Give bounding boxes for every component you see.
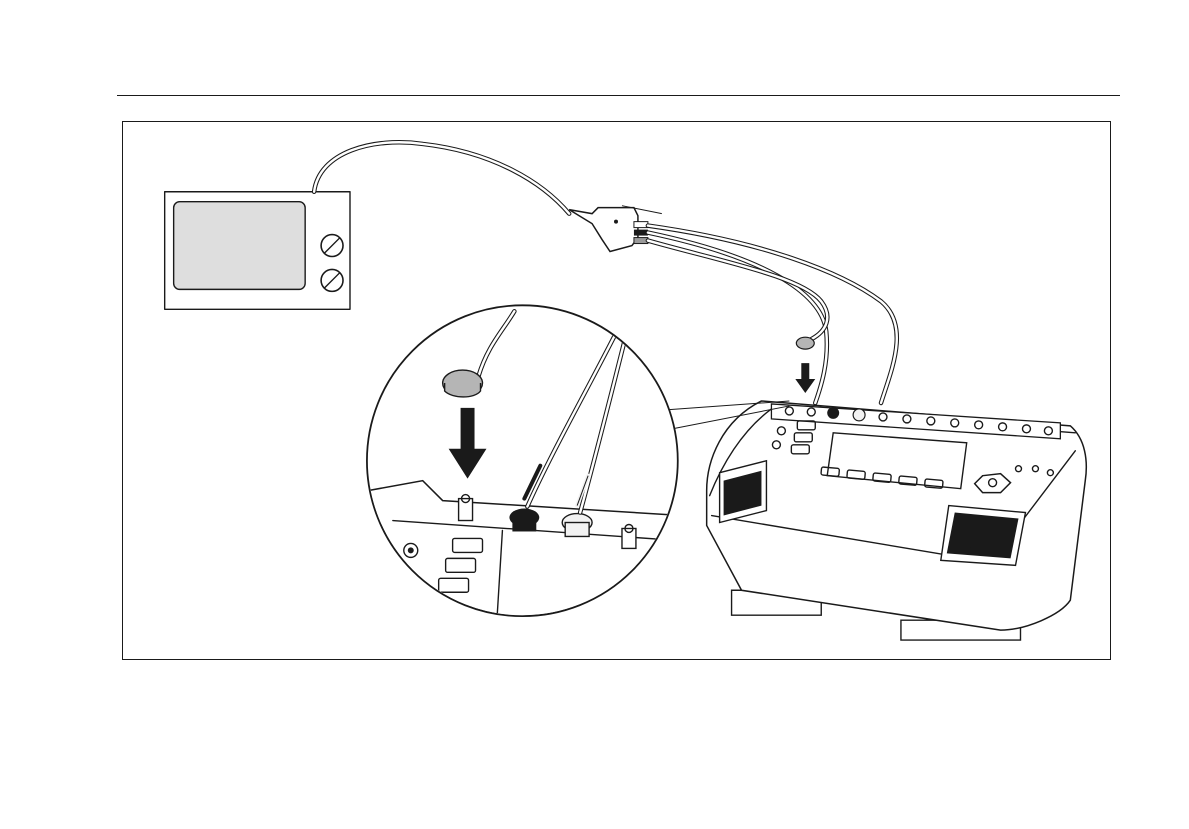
snap-electrode-gray: [795, 337, 815, 393]
inset-jack-right: [622, 525, 636, 549]
lead-wires: [648, 226, 897, 403]
monitor-screen: [174, 202, 306, 290]
patient-cable: [314, 142, 569, 213]
inset-jack-black: [509, 509, 539, 532]
ecg-monitor: [165, 192, 350, 310]
connection-diagram: [123, 122, 1110, 659]
analyzer-outlet-right: [941, 506, 1026, 566]
inset-jack-white: [562, 514, 592, 537]
magnified-inset: [367, 305, 682, 659]
analyzer-unit: [707, 401, 1087, 640]
patient-cable-splitter: [569, 206, 662, 252]
inset-electrode-gray: [443, 370, 483, 397]
header-rule: [117, 95, 1120, 96]
inset-jack-left: [459, 495, 473, 521]
monitor-knob-top: [321, 235, 343, 257]
figure-frame: [122, 121, 1111, 660]
monitor-knob-bottom: [321, 269, 343, 291]
